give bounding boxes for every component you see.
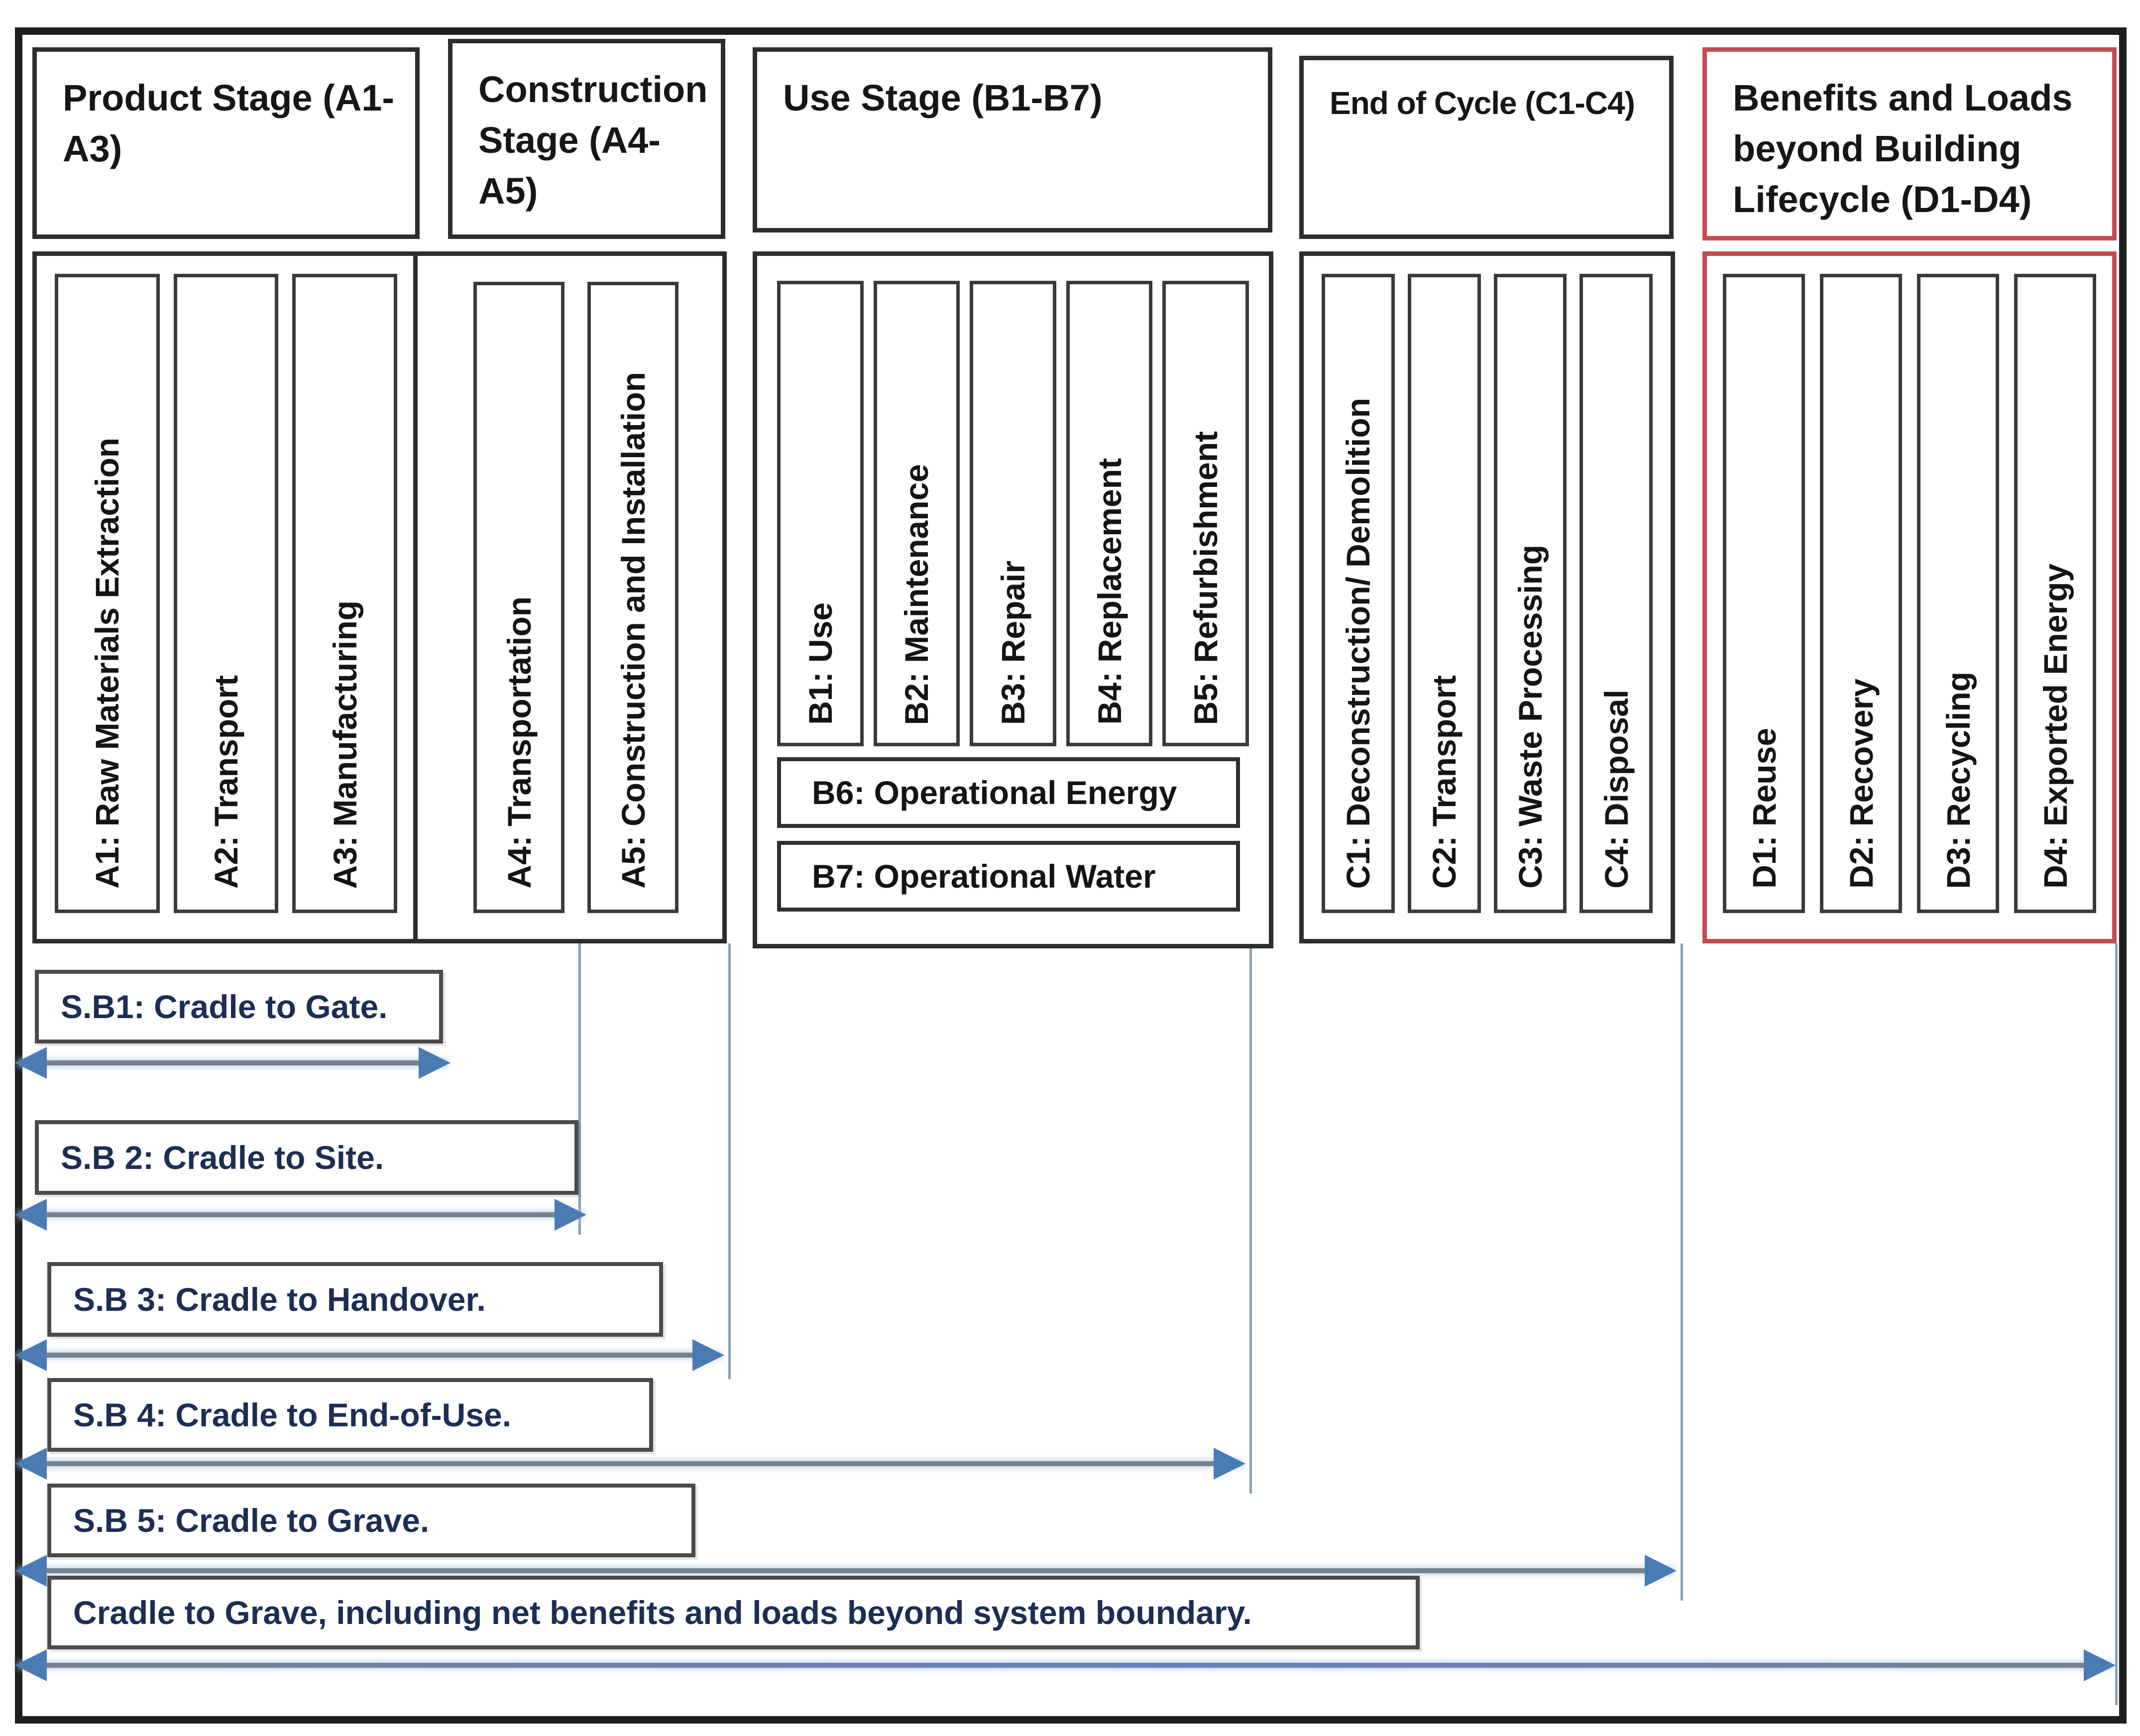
scope-box-cradle-to-handover: S.B 3: Cradle to Handover. [47, 1262, 663, 1337]
stage-item-b3-label: B3: Repair [994, 560, 1031, 725]
arrowhead-left-icon [15, 1339, 47, 1371]
ref-line-grave-boundary [1681, 943, 1683, 1601]
stage-item-d1-label: D1: Reuse [1745, 728, 1783, 889]
stage-item-b2: B2: Maintenance [873, 281, 960, 746]
stage-container-construction: A4: Transportation A5: Construction and … [413, 251, 727, 943]
scope-box-cradle-to-grave: S.B 5: Cradle to Grave. [47, 1484, 695, 1557]
stage-item-d2: D2: Recovery [1820, 274, 1902, 913]
stage-item-b7: B7: Operational Water [777, 841, 1240, 912]
stage-header-construction: Construction Stage (A4-A5) [448, 39, 725, 239]
arrowhead-right-icon [2084, 1649, 2116, 1681]
ref-line-handover-boundary [728, 943, 731, 1379]
stage-item-a3: A3: Manufacturing [292, 274, 398, 913]
scope-arrow-cradle-to-site [15, 1199, 586, 1231]
arrowhead-left-icon [15, 1555, 47, 1587]
stage-container-product: A1: Raw Materials Extraction A2: Transpo… [32, 251, 420, 943]
stage-header-end-of-cycle: End of Cycle (C1-C4) [1299, 56, 1674, 239]
stage-item-d1: D1: Reuse [1723, 274, 1805, 913]
arrowhead-right-icon [419, 1047, 451, 1079]
stage-container-use: B1: Use B2: Maintenance B3: Repair B4: R… [753, 251, 1273, 948]
arrowhead-left-icon [15, 1199, 47, 1231]
stage-item-c2: C2: Transport [1407, 274, 1481, 913]
arrowhead-right-icon [1645, 1555, 1677, 1587]
scope-box-cradle-to-gate: S.B1: Cradle to Gate. [35, 970, 443, 1043]
stage-item-c1: C1: Deconstruction/ Demolition [1322, 274, 1395, 913]
arrowhead-right-icon [555, 1199, 586, 1231]
stage-item-b6-label: B6: Operational Energy [812, 774, 1177, 811]
stage-item-d4-label: D4: Exported Energy [2036, 564, 2074, 889]
stage-item-c4: C4: Disposal [1579, 274, 1653, 913]
stage-item-b1: B1: Use [777, 281, 864, 746]
stage-container-end-of-cycle: C1: Deconstruction/ Demolition C2: Trans… [1299, 251, 1675, 943]
stage-item-b4: B4: Replacement [1066, 281, 1153, 746]
stage-item-a5-label: A5: Construction and Installation [614, 372, 652, 889]
stage-item-a1: A1: Raw Materials Extraction [55, 274, 160, 913]
stage-item-a3-label: A3: Manufacturing [326, 600, 363, 889]
stage-item-a4-label: A4: Transportation [500, 596, 538, 889]
stage-item-c4-label: C4: Disposal [1597, 690, 1635, 889]
stage-item-b6: B6: Operational Energy [777, 757, 1240, 828]
stage-header-benefits: Benefits and Loads beyond Building Lifec… [1702, 47, 2117, 240]
ref-line-system-boundary [2115, 943, 2118, 1705]
stage-item-a4: A4: Transportation [473, 282, 564, 913]
stage-item-d3: D3: Recycling [1917, 274, 1999, 913]
stage-item-b3: B3: Repair [970, 281, 1056, 746]
stage-item-c3: C3: Waste Processing [1493, 274, 1567, 913]
stage-item-a5: A5: Construction and Installation [587, 282, 678, 913]
stage-container-benefits: D1: Reuse D2: Recovery D3: Recycling D4:… [1702, 251, 2117, 943]
stage-item-c1-label: C1: Deconstruction/ Demolition [1340, 397, 1377, 889]
arrowhead-left-icon [15, 1649, 47, 1681]
scope-box-cradle-to-grave-with-benefits: Cradle to Grave, including net benefits … [47, 1576, 1420, 1649]
arrowhead-left-icon [15, 1047, 47, 1079]
stage-item-a1-label: A1: Raw Materials Extraction [89, 438, 126, 889]
arrowhead-right-icon [692, 1339, 724, 1371]
stage-item-d2-label: D2: Recovery [1842, 679, 1880, 889]
scope-arrow-cradle-to-end-of-use [15, 1448, 1245, 1480]
stage-item-c2-label: C2: Transport [1426, 675, 1463, 889]
stage-item-a2: A2: Transport [173, 274, 279, 913]
scope-arrow-cradle-to-gate [15, 1047, 451, 1079]
scope-arrow-cradle-to-grave-with-benefits [15, 1649, 2116, 1681]
stage-item-d3-label: D3: Recycling [1939, 671, 1977, 889]
stage-header-use: Use Stage (B1-B7) [753, 47, 1272, 232]
stage-item-a2-label: A2: Transport [208, 675, 244, 889]
scope-box-cradle-to-end-of-use: S.B 4: Cradle to End-of-Use. [47, 1378, 653, 1452]
stage-item-b5-label: B5: Refurbishment [1187, 431, 1225, 725]
stage-item-b2-label: B2: Maintenance [898, 463, 935, 725]
stage-item-b7-label: B7: Operational Water [812, 858, 1156, 895]
stage-item-c3-label: C3: Waste Processing [1511, 545, 1549, 889]
stage-header-product: Product Stage (A1-A3) [32, 47, 420, 239]
stage-item-b4-label: B4: Replacement [1091, 458, 1128, 725]
arrowhead-right-icon [1214, 1448, 1245, 1480]
stage-item-b1-label: B1: Use [801, 602, 839, 725]
scope-arrow-cradle-to-grave [15, 1555, 1677, 1587]
scope-box-cradle-to-site: S.B 2: Cradle to Site. [35, 1120, 578, 1195]
arrowhead-left-icon [15, 1448, 47, 1480]
scope-arrow-cradle-to-handover [15, 1339, 724, 1371]
ref-line-site-boundary [578, 943, 581, 1235]
stage-item-b5: B5: Refurbishment [1162, 281, 1249, 746]
stage-item-d4: D4: Exported Energy [2014, 274, 2096, 913]
ref-line-end-of-use-boundary [1249, 948, 1252, 1494]
